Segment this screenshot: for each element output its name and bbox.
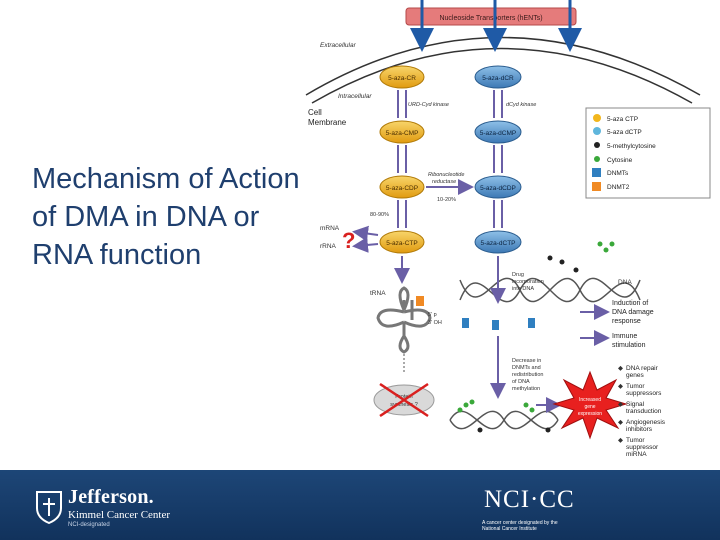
aza-cdp-node: 5-aza-CDP bbox=[379, 175, 425, 199]
svg-text:5-aza-CR: 5-aza-CR bbox=[388, 75, 416, 82]
five-prime-label: 5' p bbox=[428, 312, 437, 318]
legend: 5-aza CTP 5-aza dCTP 5-methylcytosine Cy… bbox=[585, 107, 711, 199]
page-title: Mechanism of Action of DMA in DNA or RNA… bbox=[32, 163, 300, 271]
svg-text:Tumor: Tumor bbox=[626, 437, 645, 444]
dnmt-marker-top-1 bbox=[462, 318, 469, 328]
svg-text:DNA repair: DNA repair bbox=[626, 365, 659, 372]
svg-text:genes: genes bbox=[626, 372, 644, 379]
drug-incorporation-2: incorporation bbox=[512, 279, 544, 285]
aza-dcmp-node: 5-aza-dCMP bbox=[474, 120, 522, 144]
svg-text:DNMT2: DNMT2 bbox=[607, 184, 630, 191]
induction-2: DNA damage bbox=[612, 309, 654, 316]
svg-text:5-aza dCTP: 5-aza dCTP bbox=[607, 129, 642, 136]
svg-text:5-aza-dCTP: 5-aza-dCTP bbox=[480, 240, 515, 247]
drug-incorporation-3: into DNA bbox=[512, 286, 534, 292]
outcome-bullet: ◆ bbox=[618, 383, 624, 390]
svg-text:expression: expression bbox=[578, 411, 602, 417]
aza-cmp-node: 5-aza-CMP bbox=[379, 120, 425, 144]
svg-text:5-aza-CTP: 5-aza-CTP bbox=[386, 240, 417, 247]
protein-synthesis-node: Protein synthesis ? bbox=[373, 382, 435, 418]
svg-text:Increased: Increased bbox=[579, 397, 601, 403]
induction-3: response bbox=[612, 318, 641, 325]
svg-text:suppressors: suppressors bbox=[626, 390, 662, 397]
aza-cr-node: 5-aza-CR bbox=[379, 65, 425, 89]
aza-ctp-node: 5-aza-CTP bbox=[379, 230, 425, 254]
dnmt-marker-top-2 bbox=[492, 320, 499, 330]
immune-2: stimulation bbox=[612, 342, 646, 349]
transporter-bar bbox=[405, 7, 577, 26]
nci-logo: NCI·CC bbox=[484, 486, 575, 513]
outcome-bullet: ◆ bbox=[618, 401, 624, 408]
svg-text:Angiogenesis: Angiogenesis bbox=[626, 419, 666, 426]
urd-cyd-kinase-label: URD-Cyd kinase bbox=[408, 102, 449, 108]
svg-text:suppressor: suppressor bbox=[626, 444, 659, 451]
ribonucleotide-label: Ribonucleotide bbox=[428, 172, 464, 178]
transporter-label: Nucleoside Transporters (hENTs) bbox=[439, 15, 542, 22]
trna-structure bbox=[376, 286, 432, 354]
dnmt2-marker bbox=[416, 296, 424, 306]
dna-helix-bottom bbox=[449, 410, 559, 430]
aza-dcdp-node: 5-aza-dCDP bbox=[474, 175, 522, 199]
svg-text:gene: gene bbox=[584, 404, 595, 410]
footer-bar bbox=[0, 470, 720, 540]
trna-label: tRNA bbox=[370, 290, 386, 297]
intracellular-label: Intracellular bbox=[338, 93, 372, 100]
jefferson-name: Jefferson. bbox=[68, 486, 154, 508]
percent-80-90: 80-90% bbox=[370, 212, 389, 218]
gene-expression-burst: Increased gene expression bbox=[552, 370, 628, 440]
decrease-3: redistribution bbox=[512, 372, 544, 378]
svg-text:5-aza-CMP: 5-aza-CMP bbox=[386, 130, 419, 137]
dcyd-kinase-label: dCyd kinase bbox=[506, 102, 536, 108]
svg-text:Tumor: Tumor bbox=[626, 383, 645, 390]
immune-1: Immune bbox=[612, 333, 637, 340]
mrna-label: mRNA bbox=[320, 225, 340, 232]
svg-text:Signal: Signal bbox=[626, 401, 645, 408]
dna-label: DNA bbox=[618, 279, 632, 286]
svg-text:Cytosine: Cytosine bbox=[607, 157, 633, 164]
mechanism-diagram: Nucleoside Transporters (hENTs) Extracel… bbox=[305, 0, 711, 458]
induction-1: Induction of bbox=[612, 300, 648, 307]
aza-dcr-node: 5-aza-dCR bbox=[474, 65, 522, 89]
decrease-2: DNMTs and bbox=[512, 365, 541, 371]
nci-subtitle: A cancer center designated by the Nation… bbox=[482, 520, 558, 532]
outcomes-list: ◆ DNA repair genes ◆ Tumor suppressors ◆… bbox=[618, 365, 666, 458]
outcome-bullet: ◆ bbox=[618, 437, 624, 444]
decrease-1: Decrease in bbox=[512, 358, 541, 364]
jefferson-shield-icon bbox=[36, 491, 62, 524]
svg-text:inhibitors: inhibitors bbox=[626, 426, 653, 433]
svg-text:5-aza-CDP: 5-aza-CDP bbox=[386, 185, 418, 192]
outcome-bullet: ◆ bbox=[618, 419, 624, 426]
extracellular-label: Extracellular bbox=[320, 42, 357, 49]
svg-text:5-aza-dCR: 5-aza-dCR bbox=[482, 75, 514, 82]
svg-text:5-aza-dCMP: 5-aza-dCMP bbox=[480, 130, 516, 137]
svg-text:5-methylcytosine: 5-methylcytosine bbox=[607, 143, 656, 150]
jefferson-subtitle: Kimmel Cancer Center bbox=[68, 509, 171, 521]
svg-text:transduction: transduction bbox=[626, 408, 662, 415]
question-mark: ? bbox=[342, 228, 355, 253]
reductase-label: reductase bbox=[432, 179, 456, 185]
svg-text:5-aza CTP: 5-aza CTP bbox=[607, 116, 638, 123]
outcome-bullet: ◆ bbox=[618, 365, 624, 372]
membrane-label: Membrane bbox=[308, 118, 347, 127]
aza-dctp-node: 5-aza-dCTP bbox=[474, 230, 522, 254]
svg-text:Protein: Protein bbox=[395, 394, 412, 400]
decrease-4: of DNA bbox=[512, 379, 530, 385]
svg-text:miRNA: miRNA bbox=[626, 451, 647, 458]
dna-helix-top bbox=[459, 277, 641, 303]
jefferson-designation: NCI-designated bbox=[68, 522, 110, 528]
dnmt-marker-top-3 bbox=[528, 318, 535, 328]
decrease-5: methylation bbox=[512, 386, 540, 392]
svg-text:DNMTs: DNMTs bbox=[607, 170, 629, 177]
rrna-label: rRNA bbox=[320, 243, 337, 250]
percent-10-20: 10-20% bbox=[437, 197, 456, 203]
three-prime-label: 3' OH bbox=[428, 320, 442, 326]
cell-label: Cell bbox=[308, 108, 322, 117]
drug-incorporation-1: Drug bbox=[512, 272, 524, 278]
svg-text:5-aza-dCDP: 5-aza-dCDP bbox=[480, 185, 516, 192]
svg-text:synthesis ?: synthesis ? bbox=[390, 402, 418, 408]
